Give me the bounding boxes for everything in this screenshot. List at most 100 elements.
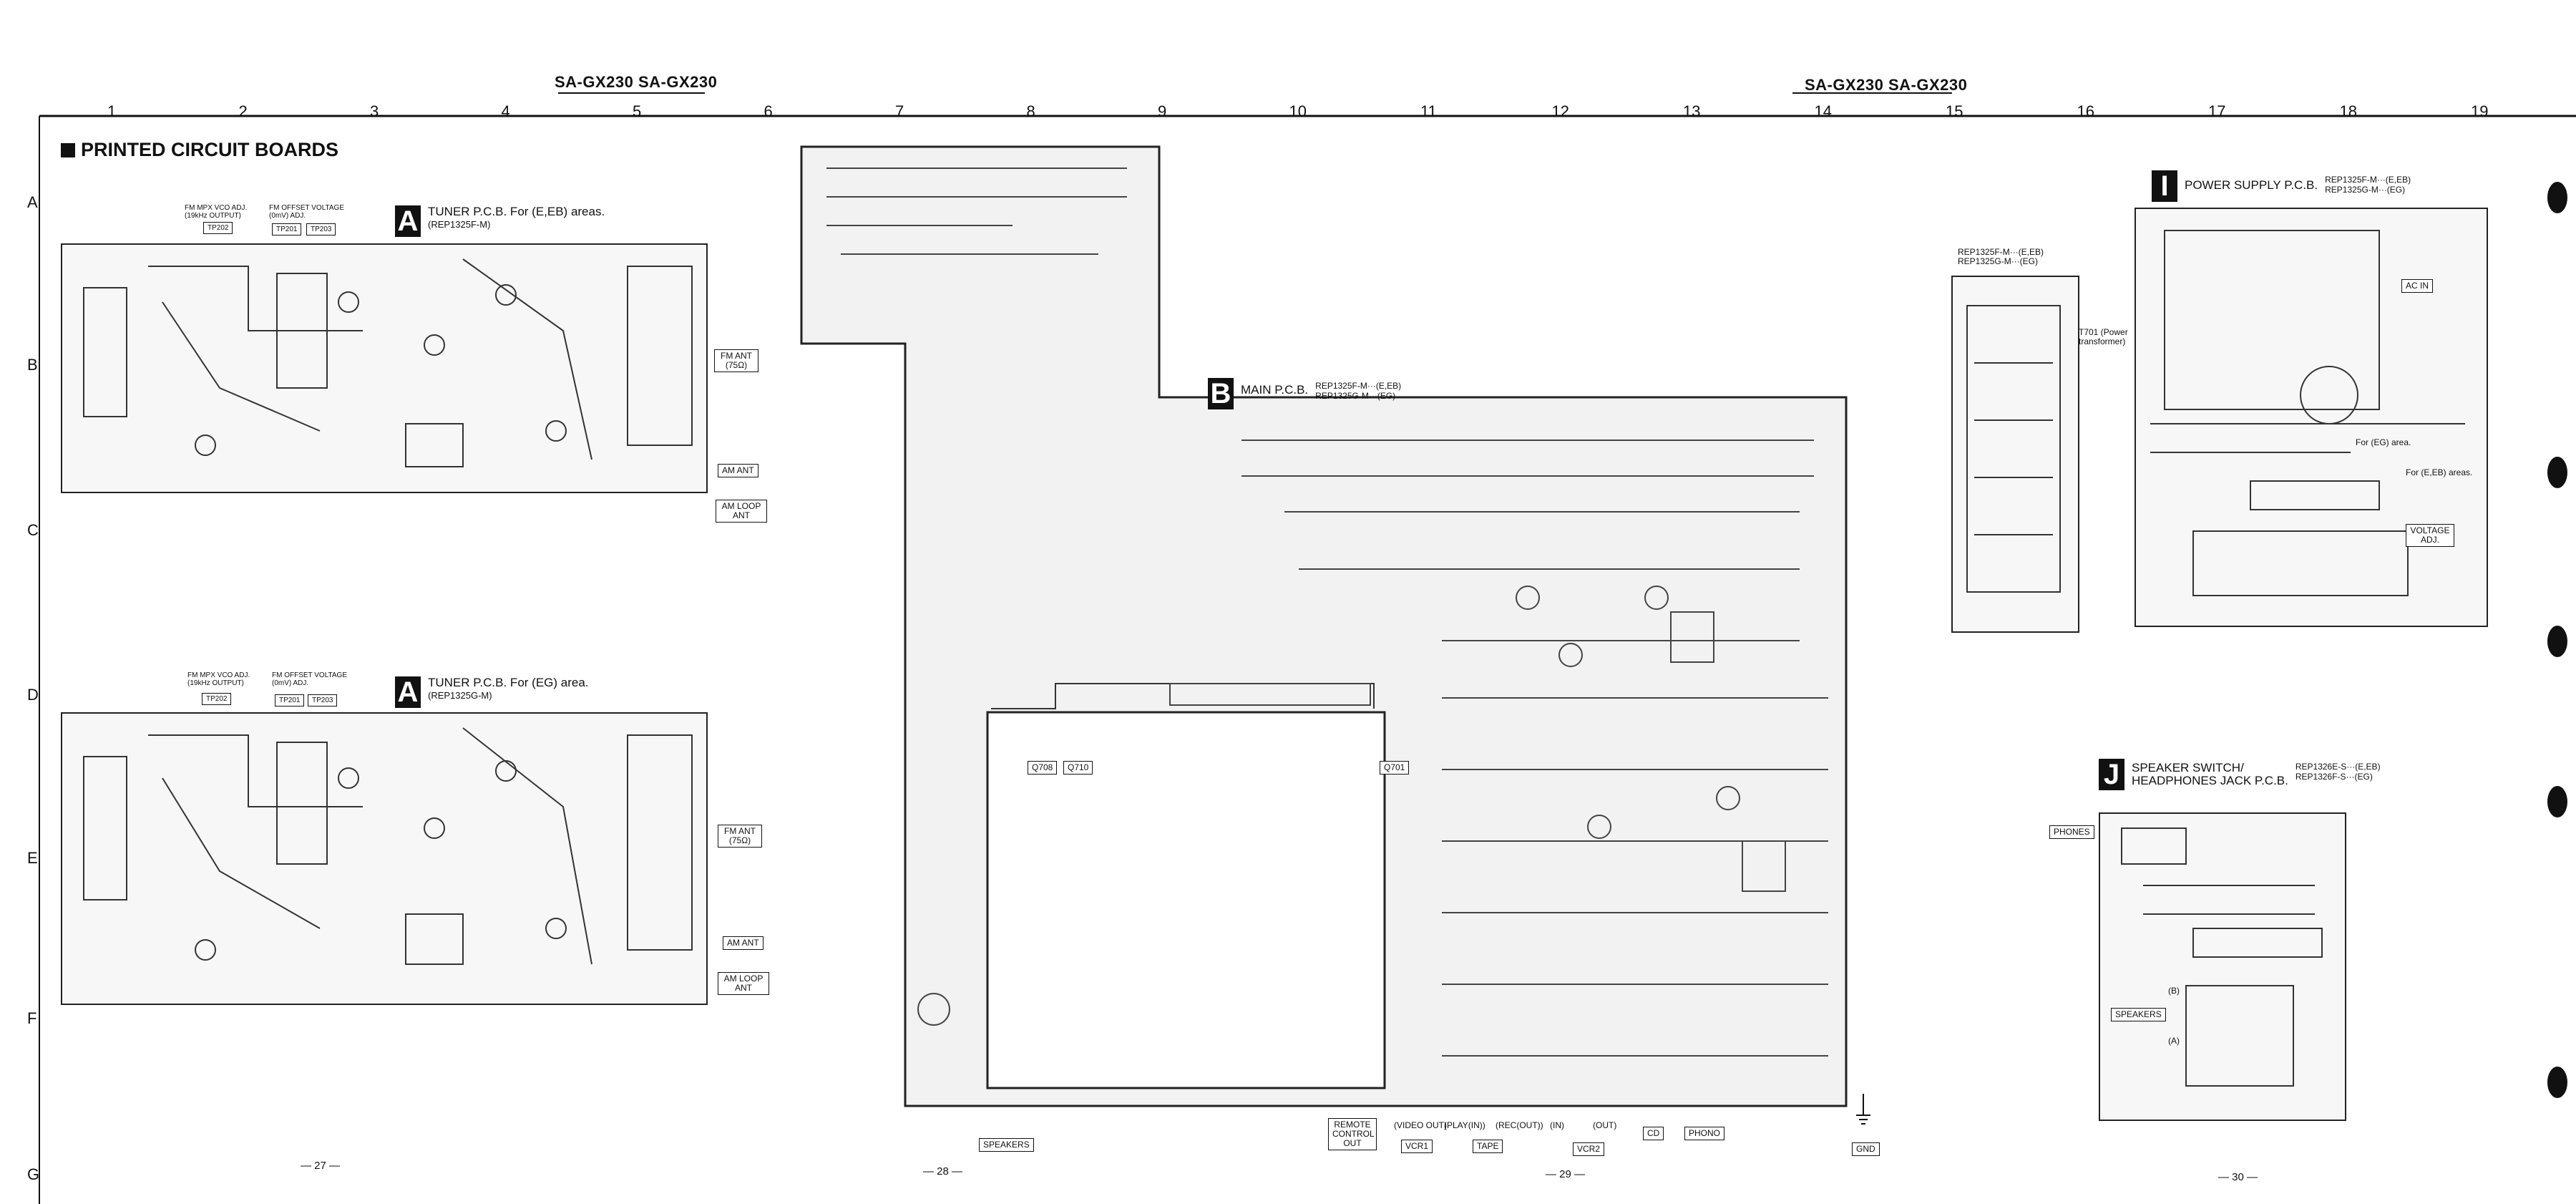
- power-side-board: [1951, 276, 2079, 633]
- row-letter: C: [27, 521, 39, 539]
- row-letter: B: [27, 356, 38, 374]
- column-number: 4: [501, 102, 510, 120]
- rec-out-label: (REC(OUT)): [1496, 1120, 1543, 1130]
- side-board-model: REP1325F-M···(E,EB) REP1325G-M···(EG): [1958, 248, 2044, 266]
- am-loop-ant-tag: AM LOOP ANT: [716, 500, 767, 523]
- phono-tag: PHONO: [1684, 1127, 1725, 1140]
- speaker-board-label: J SPEAKER SWITCH/ HEADPHONES JACK P.C.B.…: [2099, 759, 2381, 790]
- video-out-label: (VIDEO OUT): [1394, 1120, 1447, 1130]
- column-number: 19: [2471, 102, 2489, 120]
- board-model-2: REP1325G-M···(EG): [1315, 391, 1396, 401]
- column-number: 1: [107, 102, 117, 120]
- side-model-2: REP1325G-M···(EG): [1958, 256, 2039, 266]
- board-name: MAIN P.C.B.: [1241, 383, 1309, 397]
- speakers-tag: SPEAKERS: [979, 1138, 1034, 1152]
- tp202-tag: TP202: [203, 222, 233, 234]
- column-number: 7: [895, 102, 904, 120]
- tuner-board-2-label: A TUNER P.C.B. For (EG) area. (REP1325G-…: [395, 676, 589, 708]
- column-number: 16: [2077, 102, 2094, 120]
- board-name: TUNER P.C.B. For (E,EB) areas.: [428, 205, 605, 218]
- board-name-1: SPEAKER SWITCH/: [2132, 761, 2244, 775]
- power-board-label: I POWER SUPPLY P.C.B. REP1325F-M···(E,EB…: [2152, 170, 2411, 202]
- phones-tag: PHONES: [2049, 825, 2094, 839]
- fm-ant-tag: FM ANT (75Ω): [718, 825, 762, 848]
- adj-mpx-vco: FM MPX VCO ADJ. (19kHz OUTPUT): [187, 671, 250, 687]
- main-board: [800, 145, 1848, 1107]
- tp203-tag: TP203: [306, 223, 336, 236]
- speaker-a-label: (A): [2168, 1036, 2180, 1046]
- speaker-board: [2099, 812, 2346, 1121]
- tp201-tag: TP201: [275, 694, 305, 707]
- column-number: 2: [238, 102, 248, 120]
- q708-label: Q708: [1028, 761, 1058, 775]
- column-number: 17: [2208, 102, 2226, 120]
- ground-icon: [1856, 1094, 1870, 1125]
- title-text: PRINTED CIRCUIT BOARDS: [81, 139, 339, 160]
- column-number: 18: [2339, 102, 2357, 120]
- tuner-board-2: [61, 712, 708, 1005]
- tape-tag: TAPE: [1473, 1140, 1503, 1153]
- row-letter: F: [27, 1009, 37, 1027]
- gnd-tag: GND: [1852, 1142, 1880, 1156]
- board-name-2: HEADPHONES JACK P.C.B.: [2132, 774, 2288, 787]
- cd-tag: CD: [1643, 1127, 1664, 1140]
- binding-hole-1: [2547, 182, 2567, 213]
- column-number: 6: [763, 102, 773, 120]
- vcr1-tag: VCR1: [1401, 1140, 1433, 1153]
- board-letter: J: [2099, 759, 2124, 790]
- column-number: 3: [370, 102, 379, 120]
- model-number-left: SA-GX230 SA-GX230: [555, 73, 718, 91]
- adj-mpx-vco: FM MPX VCO ADJ. (19kHz OUTPUT): [185, 204, 248, 220]
- eeb-area-label: For (E,EB) areas.: [2406, 467, 2473, 477]
- tp202-tag: TP202: [202, 693, 232, 705]
- board-letter: A: [395, 676, 421, 708]
- column-number: 5: [633, 102, 642, 120]
- tp203-tag: TP203: [308, 694, 338, 707]
- am-loop-ant-tag: AM LOOP ANT: [718, 972, 769, 995]
- board-model-1: REP1325F-M···(E,EB): [1315, 381, 1402, 391]
- am-ant-tag: AM ANT: [718, 464, 758, 477]
- speakers-tag: SPEAKERS: [2111, 1008, 2166, 1021]
- page-title: PRINTED CIRCUIT BOARDS: [61, 139, 338, 161]
- row-letter: D: [27, 686, 39, 704]
- board-model-1: REP1326E-S···(E,EB): [2295, 762, 2381, 772]
- column-number: 14: [1814, 102, 1832, 120]
- play-in-label: (PLAY(IN)): [1444, 1120, 1485, 1130]
- model-number-right: SA-GX230 SA-GX230: [1805, 76, 1968, 94]
- side-model-1: REP1325F-M···(E,EB): [1958, 247, 2044, 257]
- page-number-27: — 27 —: [301, 1160, 341, 1172]
- page-number-30: — 30 —: [2218, 1171, 2258, 1183]
- board-letter: I: [2152, 170, 2177, 202]
- column-number: 11: [1420, 102, 1437, 120]
- row-letter: A: [27, 193, 38, 211]
- tp201-tag: TP201: [272, 223, 302, 236]
- tuner-board-1: [61, 243, 708, 493]
- binding-hole-5: [2547, 1067, 2567, 1098]
- board-name: POWER SUPPLY P.C.B.: [2185, 178, 2318, 192]
- column-number: 12: [1551, 102, 1569, 120]
- t701-label: T701 (Power transformer): [2079, 327, 2128, 346]
- page-number-29: — 29 —: [1546, 1168, 1586, 1180]
- row-letter: G: [27, 1165, 40, 1183]
- binding-hole-4: [2547, 786, 2567, 817]
- board-model-2: REP1325G-M···(EG): [2325, 185, 2406, 195]
- binding-hole-3: [2547, 626, 2567, 657]
- eg-area-label: For (EG) area.: [2356, 437, 2411, 447]
- voltage-adj-tag: VOLTAGE ADJ.: [2406, 524, 2454, 547]
- ac-in-tag: AC IN: [2401, 279, 2434, 293]
- column-number: 10: [1289, 102, 1307, 120]
- column-number: 15: [1946, 102, 1963, 120]
- vcr2-tag: VCR2: [1573, 1142, 1605, 1156]
- adj-fm-offset: FM OFFSET VOLTAGE (0mV) ADJ.: [269, 204, 345, 220]
- tuner-board-1-label: A TUNER P.C.B. For (E,EB) areas. (REP132…: [395, 205, 605, 237]
- remote-control-out-tag: REMOTE CONTROL OUT: [1328, 1118, 1377, 1150]
- board-letter: A: [395, 205, 421, 237]
- am-ant-tag: AM ANT: [723, 936, 763, 950]
- adj-fm-offset: FM OFFSET VOLTAGE (0mV) ADJ.: [272, 671, 348, 687]
- title-bullet: [61, 142, 75, 157]
- board-model: (REP1325F-M): [428, 219, 491, 230]
- board-model-2: REP1326F-S···(EG): [2295, 772, 2373, 782]
- row-letter: E: [27, 849, 38, 867]
- q710-label: Q710: [1063, 761, 1093, 775]
